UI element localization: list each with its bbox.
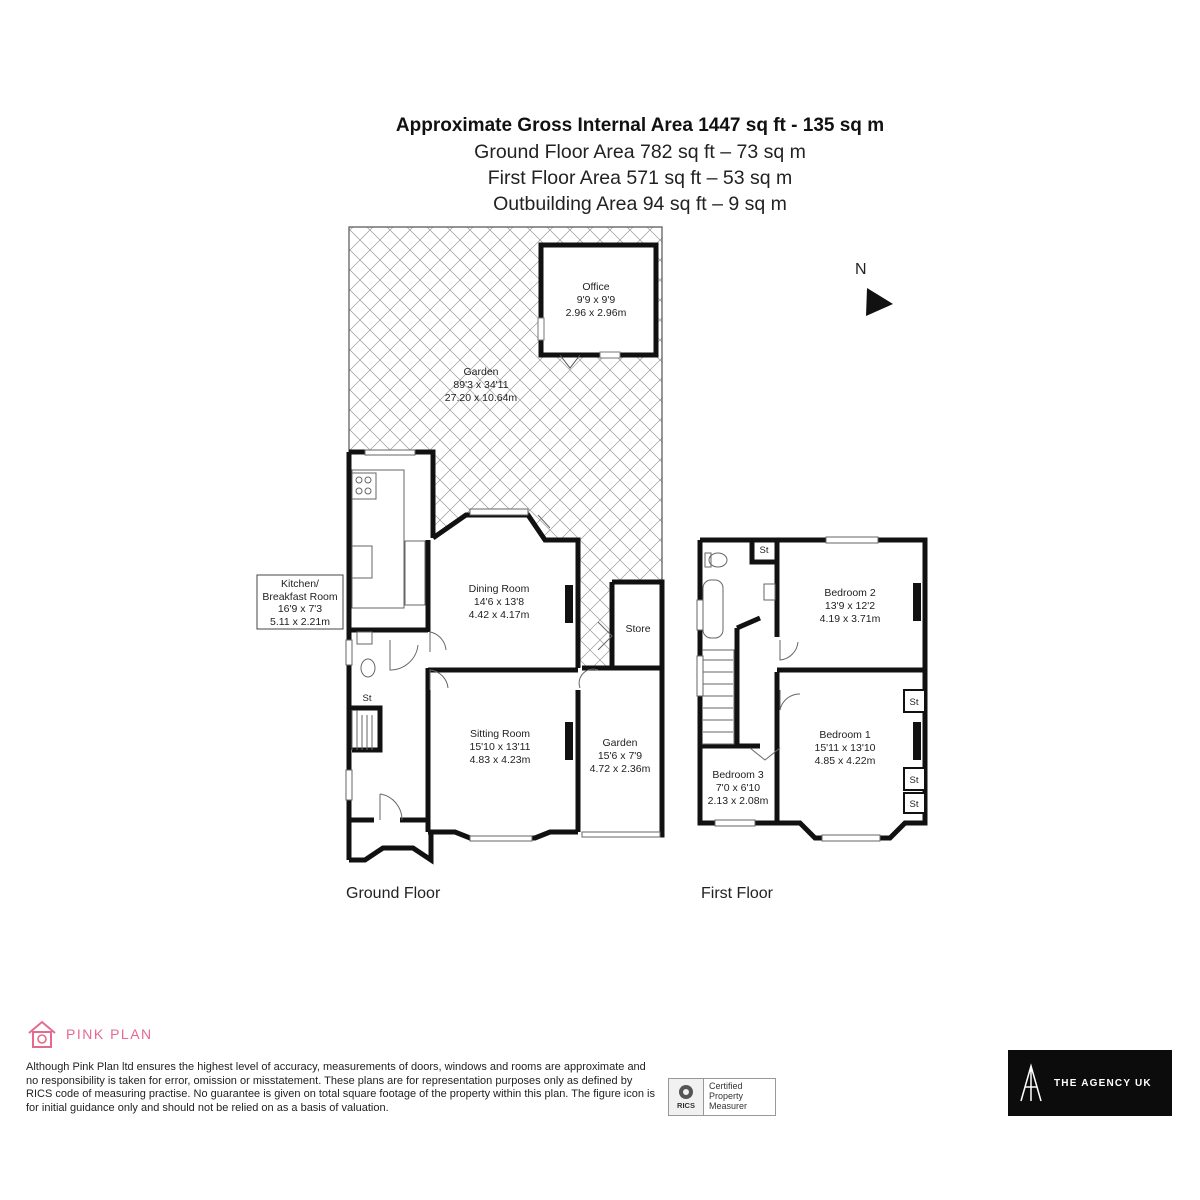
bedroom3-metric: 2.13 x 2.08m bbox=[708, 795, 769, 807]
ground-floor-area: Ground Floor Area 782 sq ft – 73 sq m bbox=[474, 141, 806, 163]
kitchen-metric: 5.11 x 2.21m bbox=[270, 616, 330, 628]
pink-plan-brand: PINK PLAN bbox=[26, 1018, 153, 1050]
bedroom3-name: Bedroom 3 bbox=[712, 769, 764, 781]
sitting-metric: 4.83 x 4.23m bbox=[470, 754, 531, 766]
floor-plan: N Office 9'9 x 9'9 2.96 x 2.96m Garden 8… bbox=[256, 226, 928, 902]
agency-a-icon bbox=[1020, 1063, 1042, 1102]
ground-floor-title: Ground Floor bbox=[346, 885, 441, 902]
garden-side-metric: 4.72 x 2.36m bbox=[590, 763, 651, 775]
garden-main-imperial: 89'3 x 34'11 bbox=[453, 379, 508, 391]
disclaimer-text: Although Pink Plan ltd ensures the highe… bbox=[26, 1061, 655, 1114]
area-header: Approximate Gross Internal Area 1447 sq … bbox=[300, 113, 980, 217]
cert-line-2: Property bbox=[709, 1091, 744, 1101]
store-name: Store bbox=[625, 623, 650, 635]
north-compass: N bbox=[855, 261, 893, 316]
pink-plan-logo-icon bbox=[28, 1020, 56, 1048]
storage-label-bed1-b: St bbox=[910, 775, 919, 786]
bedroom1-name: Bedroom 1 bbox=[819, 729, 871, 741]
agency-monogram bbox=[1008, 1050, 1054, 1116]
bedroom3-imperial: 7'0 x 6'10 bbox=[716, 782, 760, 794]
storage-label-bed1-c: St bbox=[910, 799, 919, 810]
pink-plan-name: PINK PLAN bbox=[66, 1026, 153, 1042]
dining-imperial: 14'6 x 13'8 bbox=[474, 596, 524, 608]
office-building bbox=[537, 242, 659, 369]
storage-label-bed1-a: St bbox=[910, 697, 919, 708]
kitchen-name-1: Kitchen/ bbox=[281, 578, 319, 590]
bedroom2-name: Bedroom 2 bbox=[824, 587, 876, 599]
agency-logo-block: THE AGENCY UK bbox=[1008, 1050, 1172, 1116]
first-floor-walls bbox=[697, 537, 928, 841]
gross-area-title: Approximate Gross Internal Area 1447 sq … bbox=[395, 115, 885, 136]
garden-main-metric: 27.20 x 10.64m bbox=[445, 392, 518, 404]
garden-main-name: Garden bbox=[463, 366, 498, 378]
dining-metric: 4.42 x 4.17m bbox=[469, 609, 530, 621]
kitchen-name-2: Breakfast Room bbox=[262, 591, 338, 603]
first-floor-area: First Floor Area 571 sq ft – 53 sq m bbox=[487, 167, 793, 189]
compass-n-label: N bbox=[855, 261, 867, 278]
kitchen-imperial: 16'9 x 7'3 bbox=[278, 603, 322, 615]
kitchen-label-box bbox=[256, 574, 344, 630]
room-labels: Office 9'9 x 9'9 2.96 x 2.96m Garden 89'… bbox=[262, 281, 918, 810]
agency-name: THE AGENCY UK bbox=[1054, 1077, 1152, 1089]
ground-floor-fixtures bbox=[345, 449, 661, 842]
bedroom2-imperial: 13'9 x 12'2 bbox=[825, 600, 875, 612]
bedroom1-imperial: 15'11 x 13'10 bbox=[814, 742, 875, 754]
rics-label: RICS bbox=[677, 1101, 695, 1110]
sitting-name: Sitting Room bbox=[470, 728, 530, 740]
bedroom2-metric: 4.19 x 3.71m bbox=[820, 613, 881, 625]
office-metric: 2.96 x 2.96m bbox=[566, 307, 627, 319]
office-imperial: 9'9 x 9'9 bbox=[577, 294, 616, 306]
garden-side-imperial: 15'6 x 7'9 bbox=[598, 750, 642, 762]
first-floor-fixtures bbox=[696, 536, 926, 842]
rics-certification: Certified Property Measurer bbox=[704, 1079, 752, 1115]
dining-name: Dining Room bbox=[469, 583, 530, 595]
storage-label-bathroom: St bbox=[760, 545, 769, 556]
first-floor-title: First Floor bbox=[701, 885, 774, 902]
rics-badge: RICS Certified Property Measurer bbox=[668, 1078, 776, 1116]
garden-side-name: Garden bbox=[602, 737, 637, 749]
office-name: Office bbox=[582, 281, 609, 293]
storage-label-ground: St bbox=[363, 693, 372, 704]
cert-line-3: Measurer bbox=[709, 1101, 748, 1111]
cert-line-1: Certified bbox=[709, 1081, 743, 1091]
sitting-imperial: 15'10 x 13'11 bbox=[469, 741, 530, 753]
rics-mark: RICS bbox=[669, 1079, 704, 1115]
compass-arrow-icon bbox=[866, 288, 893, 316]
rics-globe-icon bbox=[679, 1085, 693, 1099]
outbuilding-area: Outbuilding Area 94 sq ft – 9 sq m bbox=[493, 193, 787, 215]
bedroom1-metric: 4.85 x 4.22m bbox=[815, 755, 876, 767]
